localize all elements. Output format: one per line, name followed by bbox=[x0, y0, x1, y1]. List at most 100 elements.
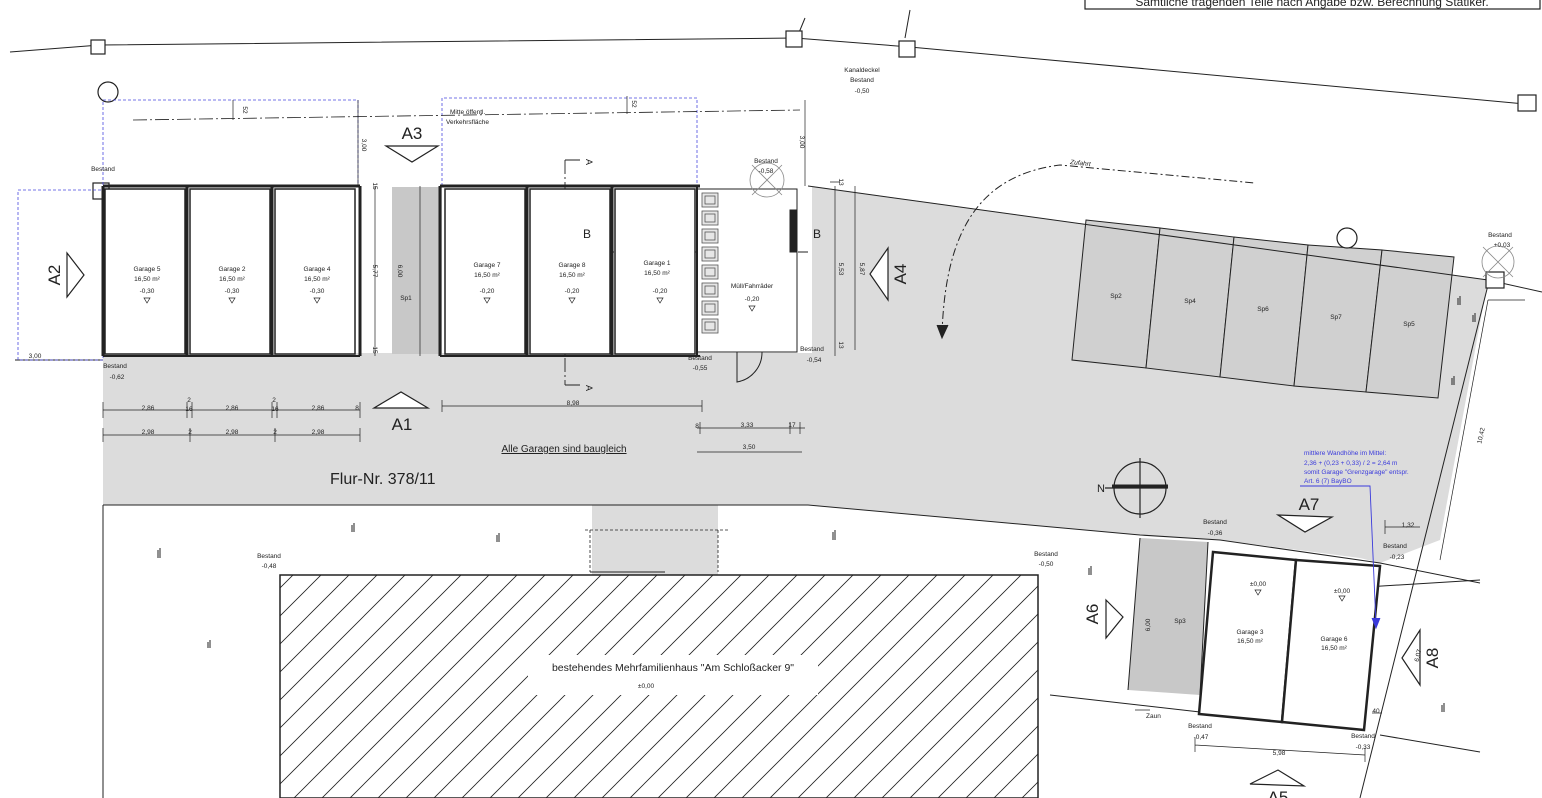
svg-text:Bestand: Bestand bbox=[1203, 519, 1227, 526]
shrub-symbols bbox=[157, 296, 1476, 712]
svg-text:16,50 m²: 16,50 m² bbox=[474, 272, 500, 279]
svg-text:2,86: 2,86 bbox=[142, 405, 155, 412]
manhole-status: Bestand bbox=[850, 77, 874, 84]
svg-text:Sp6: Sp6 bbox=[1257, 306, 1269, 313]
bin-rack bbox=[701, 192, 719, 334]
svg-text:-0,20: -0,20 bbox=[653, 288, 668, 295]
svg-text:-0,23: -0,23 bbox=[1390, 554, 1405, 561]
garage-labels-row1: Garage 5 16,50 m² -0,30 Garage 2 16,50 m² -0… bbox=[133, 260, 774, 303]
svg-text:Sp2: Sp2 bbox=[1110, 293, 1122, 300]
level-triangles bbox=[143, 297, 1346, 602]
traffic-label-2: Verkehrsfläche bbox=[446, 119, 489, 126]
svg-text:-0,30: -0,30 bbox=[225, 288, 240, 295]
svg-text:-0,62: -0,62 bbox=[110, 374, 125, 381]
svg-text:Sp1: Sp1 bbox=[400, 295, 412, 302]
header-note: Sämtliche tragenden Teile nach Angabe bz… bbox=[1084, 0, 1541, 10]
svg-text:5,87: 5,87 bbox=[858, 263, 865, 276]
section-a-bottom: A bbox=[584, 385, 594, 391]
svg-text:Garage 5: Garage 5 bbox=[133, 266, 160, 273]
parking-labels: Sp1 Sp2 Sp4 Sp6 Sp7 Sp5 Sp3 bbox=[400, 293, 1415, 625]
svg-text:2,36 + (0,23 + 0,33) / 2 = 2,6: 2,36 + (0,23 + 0,33) / 2 = 2,64 m bbox=[1304, 460, 1397, 467]
svg-text:Garage 8: Garage 8 bbox=[558, 262, 585, 269]
north-letter: N bbox=[1097, 483, 1105, 495]
svg-text:3,00: 3,00 bbox=[798, 136, 805, 149]
svg-text:2,98: 2,98 bbox=[226, 429, 239, 436]
svg-text:16: 16 bbox=[271, 406, 279, 413]
svg-text:-0,54: -0,54 bbox=[807, 357, 822, 364]
svg-text:mittlere Wandhöhe im Mittel:: mittlere Wandhöhe im Mittel: bbox=[1304, 450, 1386, 457]
svg-text:8,98: 8,98 bbox=[567, 400, 580, 407]
svg-text:A6: A6 bbox=[1083, 604, 1102, 625]
svg-text:17: 17 bbox=[788, 422, 796, 429]
svg-text:Garage 1: Garage 1 bbox=[643, 260, 670, 267]
svg-text:6,07: 6,07 bbox=[1414, 648, 1424, 662]
svg-text:15: 15 bbox=[371, 346, 378, 354]
svg-text:8: 8 bbox=[695, 423, 699, 430]
svg-text:3,00: 3,00 bbox=[29, 353, 42, 360]
svg-text:13: 13 bbox=[837, 178, 844, 186]
traffic-label-1: Mitte öffentl. bbox=[450, 109, 485, 116]
svg-text:Bestand: Bestand bbox=[1383, 543, 1407, 550]
svg-text:Garage 7: Garage 7 bbox=[473, 262, 500, 269]
svg-text:40: 40 bbox=[1372, 708, 1380, 715]
lamp-symbols bbox=[749, 162, 1515, 279]
svg-text:16,50 m²: 16,50 m² bbox=[219, 276, 245, 283]
garage-row-1 bbox=[101, 184, 798, 383]
svg-text:8: 8 bbox=[355, 405, 359, 412]
svg-text:Bestand: Bestand bbox=[257, 553, 281, 560]
svg-text:Garage 4: Garage 4 bbox=[303, 266, 330, 273]
svg-text:-0,30: -0,30 bbox=[140, 288, 155, 295]
existing-building bbox=[279, 574, 1039, 798]
parking-row-east bbox=[1071, 219, 1455, 399]
svg-text:16,50 m²: 16,50 m² bbox=[559, 272, 585, 279]
svg-text:A8: A8 bbox=[1423, 648, 1442, 669]
svg-text:-0,33: -0,33 bbox=[1356, 744, 1371, 751]
svg-text:Garage 3: Garage 3 bbox=[1236, 629, 1263, 636]
svg-text:A2: A2 bbox=[45, 265, 64, 286]
svg-text:2,98: 2,98 bbox=[142, 429, 155, 436]
building-label: bestehendes Mehrfamilienhaus "Am Schloßa… bbox=[552, 662, 794, 674]
svg-text:10,42: 10,42 bbox=[1476, 427, 1486, 445]
svg-text:-0,30: -0,30 bbox=[310, 288, 325, 295]
svg-text:Sämtliche tragenden Teile nach: Sämtliche tragenden Teile nach Angabe bz… bbox=[1135, 0, 1488, 9]
svg-text:1,32: 1,32 bbox=[1402, 522, 1415, 529]
svg-text:3,50: 3,50 bbox=[743, 444, 756, 451]
svg-text:-0,55: -0,55 bbox=[693, 365, 708, 372]
svg-text:3,00: 3,00 bbox=[360, 139, 367, 152]
section-a-top: A bbox=[584, 159, 594, 165]
svg-text:15: 15 bbox=[371, 182, 378, 190]
svg-text:-0,20: -0,20 bbox=[745, 296, 760, 303]
svg-text:Bestand: Bestand bbox=[91, 166, 115, 173]
svg-text:6,00: 6,00 bbox=[396, 265, 403, 278]
svg-text:A5: A5 bbox=[1268, 788, 1289, 798]
svg-text:52: 52 bbox=[630, 100, 637, 108]
svg-text:2,86: 2,86 bbox=[312, 405, 325, 412]
svg-text:Art. 6 (7) BayBO: Art. 6 (7) BayBO bbox=[1304, 478, 1352, 485]
svg-text:16,50 m²: 16,50 m² bbox=[1321, 645, 1347, 652]
svg-text:+0,03: +0,03 bbox=[1494, 242, 1511, 249]
svg-text:Bestand: Bestand bbox=[1488, 232, 1512, 239]
manhole-label: Kanaldeckel bbox=[844, 67, 880, 74]
svg-text:-0,58: -0,58 bbox=[759, 168, 774, 175]
svg-text:Bestand: Bestand bbox=[1351, 733, 1375, 740]
svg-text:A4: A4 bbox=[891, 264, 910, 285]
svg-text:2,86: 2,86 bbox=[226, 405, 239, 412]
section-b-left: B bbox=[583, 227, 591, 241]
svg-text:Bestand: Bestand bbox=[1188, 723, 1212, 730]
dimension-lines bbox=[102, 96, 1525, 762]
access-label: Zufahrt bbox=[1069, 159, 1092, 168]
building-level: ±0,00 bbox=[638, 683, 655, 690]
centerline bbox=[132, 109, 801, 121]
garage-labels-row2: ±0,00 Garage 316,50 m² ±0,00 Garage 616,… bbox=[1236, 581, 1350, 652]
svg-text:±0,00: ±0,00 bbox=[1250, 581, 1267, 588]
svg-text:±0,00: ±0,00 bbox=[1334, 588, 1351, 595]
svg-text:5,98: 5,98 bbox=[1273, 750, 1286, 757]
svg-text:somit Garage "Grenzgarage" ent: somit Garage "Grenzgarage" entspr. bbox=[1304, 469, 1409, 476]
existing-level-labels: Bestand -0,58 Bestand -0,55 Bestand -0,54 B… bbox=[91, 158, 1512, 751]
svg-text:Garage 2: Garage 2 bbox=[218, 266, 245, 273]
svg-text:Bestand: Bestand bbox=[1034, 551, 1058, 558]
svg-text:2: 2 bbox=[272, 397, 276, 404]
svg-text:13: 13 bbox=[837, 341, 844, 349]
svg-text:A7: A7 bbox=[1299, 495, 1320, 514]
svg-text:52: 52 bbox=[241, 106, 248, 114]
